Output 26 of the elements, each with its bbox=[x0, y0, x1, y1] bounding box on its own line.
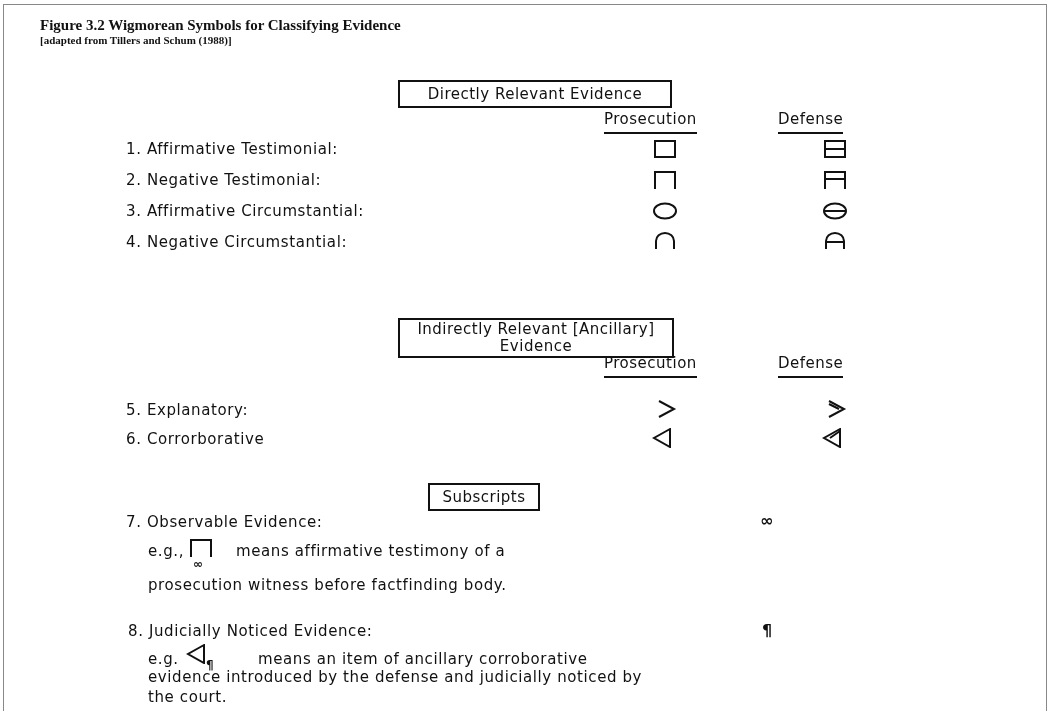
label-text: 5. Explanatory: bbox=[126, 400, 249, 421]
column-heading: Prosecution bbox=[604, 352, 697, 378]
heading-box: Indirectly Relevant [Ancillary] Evidence bbox=[398, 318, 674, 358]
subscript-symbol: ¶ bbox=[206, 657, 214, 672]
label-text: 2. Negative Testimonial: bbox=[126, 170, 322, 191]
label-text: e.g. bbox=[148, 649, 179, 670]
heading-box: Directly Relevant Evidence bbox=[398, 80, 672, 108]
figure-title: Figure 3.2 Wigmorean Symbols for Classifying Evidence bbox=[40, 16, 401, 35]
column-heading: Defense bbox=[778, 352, 844, 378]
column-heading: Prosecution bbox=[604, 108, 697, 134]
label-text: means an item of ancillary corroborative bbox=[258, 649, 588, 670]
label-text: 7. Observable Evidence: bbox=[126, 512, 323, 533]
heading-box: Subscripts bbox=[428, 483, 540, 511]
label-text: 4. Negative Circumstantial: bbox=[126, 232, 348, 253]
subscript-symbol: ∞ bbox=[760, 510, 774, 532]
label-text: e.g., bbox=[148, 541, 185, 562]
label-text: 6. Corrorborative bbox=[126, 429, 265, 450]
label-text: 1. Affirmative Testimonial: bbox=[126, 139, 338, 160]
column-heading: Defense bbox=[778, 108, 844, 134]
subscript-symbol: ∞ bbox=[193, 556, 203, 573]
figure-subtitle: [adapted from Tillers and Schum (1988)] bbox=[40, 33, 232, 48]
label-text: prosecution witness before factfinding body. bbox=[148, 575, 507, 596]
label-text: 3. Affirmative Circumstantial: bbox=[126, 201, 364, 222]
subscript-symbol: ¶ bbox=[762, 620, 773, 642]
label-text: 8. Judicially Noticed Evidence: bbox=[128, 621, 373, 642]
label-text: means affirmative testimony of a bbox=[236, 541, 506, 562]
